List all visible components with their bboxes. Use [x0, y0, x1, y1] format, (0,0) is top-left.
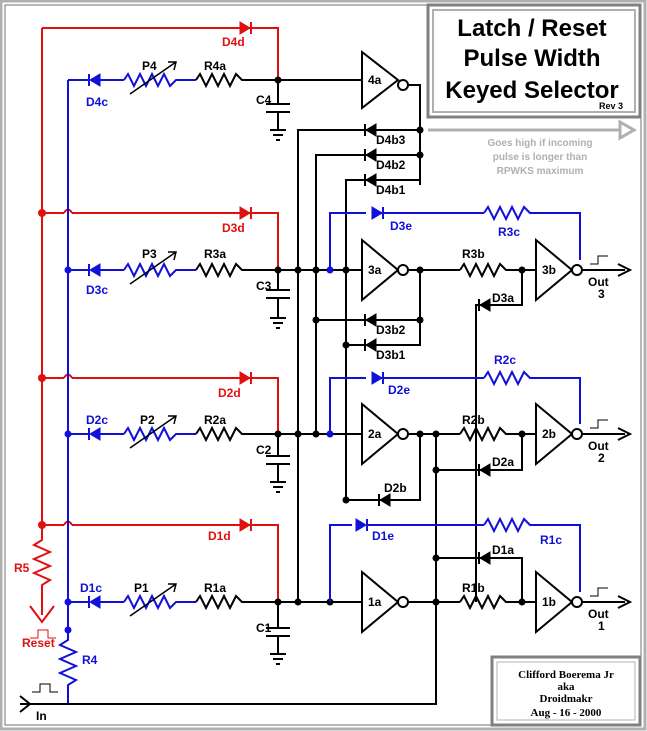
- label-r3c: R3c: [498, 225, 520, 239]
- label-d2d: D2d: [218, 386, 241, 400]
- credit-date: Aug - 16 - 2000: [531, 707, 602, 719]
- label-r2b: R2b: [462, 413, 485, 427]
- label-gate-1a: 1a: [368, 595, 382, 609]
- svg-text:Goes high if incoming: Goes high if incoming: [488, 138, 593, 149]
- label-d1e: D1e: [372, 529, 394, 543]
- diode-d1e: [355, 518, 368, 532]
- title-line1: Latch / Reset: [457, 15, 606, 42]
- label-r1b: R1b: [462, 581, 485, 595]
- label-d4b1: D4b1: [376, 183, 406, 197]
- label-out2: Out: [588, 439, 609, 453]
- label-r4: R4: [82, 653, 98, 667]
- label-r2c: R2c: [494, 353, 516, 367]
- note-output-high: Goes high if incoming pulse is longer th…: [428, 119, 638, 177]
- title-block: Latch / Reset Pulse Width Keyed Selector…: [426, 3, 642, 119]
- diode-d4c: [88, 73, 101, 87]
- label-d4c: D4c: [86, 95, 108, 109]
- label-out1-number: 1: [598, 619, 605, 633]
- label-reset: Reset: [22, 636, 55, 650]
- diode-d4d: [239, 21, 252, 35]
- diode-d1a: [478, 551, 491, 565]
- diode-d4b3: [364, 123, 377, 137]
- diode-d2d: [239, 371, 252, 385]
- diode-d3b1: [364, 338, 377, 352]
- svg-text:RPWKS maximum: RPWKS maximum: [497, 166, 584, 177]
- diode-d4b1: [364, 173, 377, 187]
- label-c1: C1: [256, 621, 272, 635]
- diode-d2a: [478, 463, 491, 477]
- diode-d3d: [239, 206, 252, 220]
- label-out3: Out: [588, 275, 609, 289]
- label-out3-number: 3: [598, 287, 605, 301]
- label-gate-4a: 4a: [368, 73, 382, 87]
- label-d4b3: D4b3: [376, 133, 406, 147]
- label-r2a: R2a: [204, 413, 226, 427]
- label-d1c: D1c: [80, 581, 102, 595]
- label-gate-2b: 2b: [542, 427, 556, 441]
- label-gate-1b: 1b: [542, 595, 556, 609]
- label-d3c: D3c: [86, 283, 108, 297]
- label-gate-2a: 2a: [368, 427, 382, 441]
- credit-block: Clifford Boerema Jr aka Droidmakr Aug - …: [490, 655, 642, 727]
- diode-d1d: [239, 518, 252, 532]
- feedback-paths: [326, 204, 581, 602]
- label-r1c: R1c: [540, 533, 562, 547]
- label-d2b: D2b: [384, 481, 407, 495]
- label-r3b: R3b: [462, 247, 485, 261]
- diode-d2c: [88, 427, 101, 441]
- diode-d2e: [371, 371, 384, 385]
- title-rev: Rev 3: [599, 101, 623, 111]
- label-d1d: D1d: [208, 529, 231, 543]
- label-d2e: D2e: [388, 383, 410, 397]
- diode-d2b: [378, 493, 391, 507]
- credit-aka: aka: [557, 681, 575, 693]
- label-gate-3b: 3b: [542, 263, 556, 277]
- label-c3: C3: [256, 279, 272, 293]
- credit-handle: Droidmakr: [540, 693, 593, 705]
- timing-networks: [19, 49, 633, 713]
- label-d4d: D4d: [222, 35, 245, 49]
- input-rail: [57, 71, 196, 704]
- diode-d1c: [88, 595, 101, 609]
- title-line2: Pulse Width: [463, 45, 600, 72]
- label-p3: P3: [142, 247, 157, 261]
- label-d1a: D1a: [492, 543, 514, 557]
- diode-d4b2: [364, 148, 377, 162]
- label-gate-3a: 3a: [368, 263, 382, 277]
- label-r1a: R1a: [204, 581, 226, 595]
- reset-rail: [29, 27, 279, 624]
- label-p4: P4: [142, 59, 157, 73]
- diode-d3e: [371, 206, 384, 220]
- label-c4: C4: [256, 93, 272, 107]
- label-c2: C2: [256, 443, 272, 457]
- diode-d3a: [478, 298, 491, 312]
- label-r5: R5: [14, 561, 30, 575]
- label-r4a: R4a: [204, 59, 226, 73]
- label-p1: P1: [134, 581, 149, 595]
- label-d3e: D3e: [390, 219, 412, 233]
- diode-d3b2: [364, 313, 377, 327]
- label-d3b1: D3b1: [376, 348, 406, 362]
- label-d3b2: D3b2: [376, 323, 406, 337]
- title-line3: Keyed Selector: [445, 77, 618, 104]
- credit-name: Clifford Boerema Jr: [518, 669, 614, 681]
- label-out2-number: 2: [598, 451, 605, 465]
- label-out1: Out: [588, 607, 609, 621]
- svg-text:pulse is longer than: pulse is longer than: [493, 152, 587, 163]
- label-d2a: D2a: [492, 455, 514, 469]
- label-p2: P2: [140, 413, 155, 427]
- label-d2c: D2c: [86, 413, 108, 427]
- label-r3a: R3a: [204, 247, 226, 261]
- label-d3d: D3d: [222, 221, 245, 235]
- diode-d3c: [88, 263, 101, 277]
- label-d4b2: D4b2: [376, 158, 406, 172]
- label-d3a: D3a: [492, 291, 514, 305]
- label-in: In: [36, 709, 47, 723]
